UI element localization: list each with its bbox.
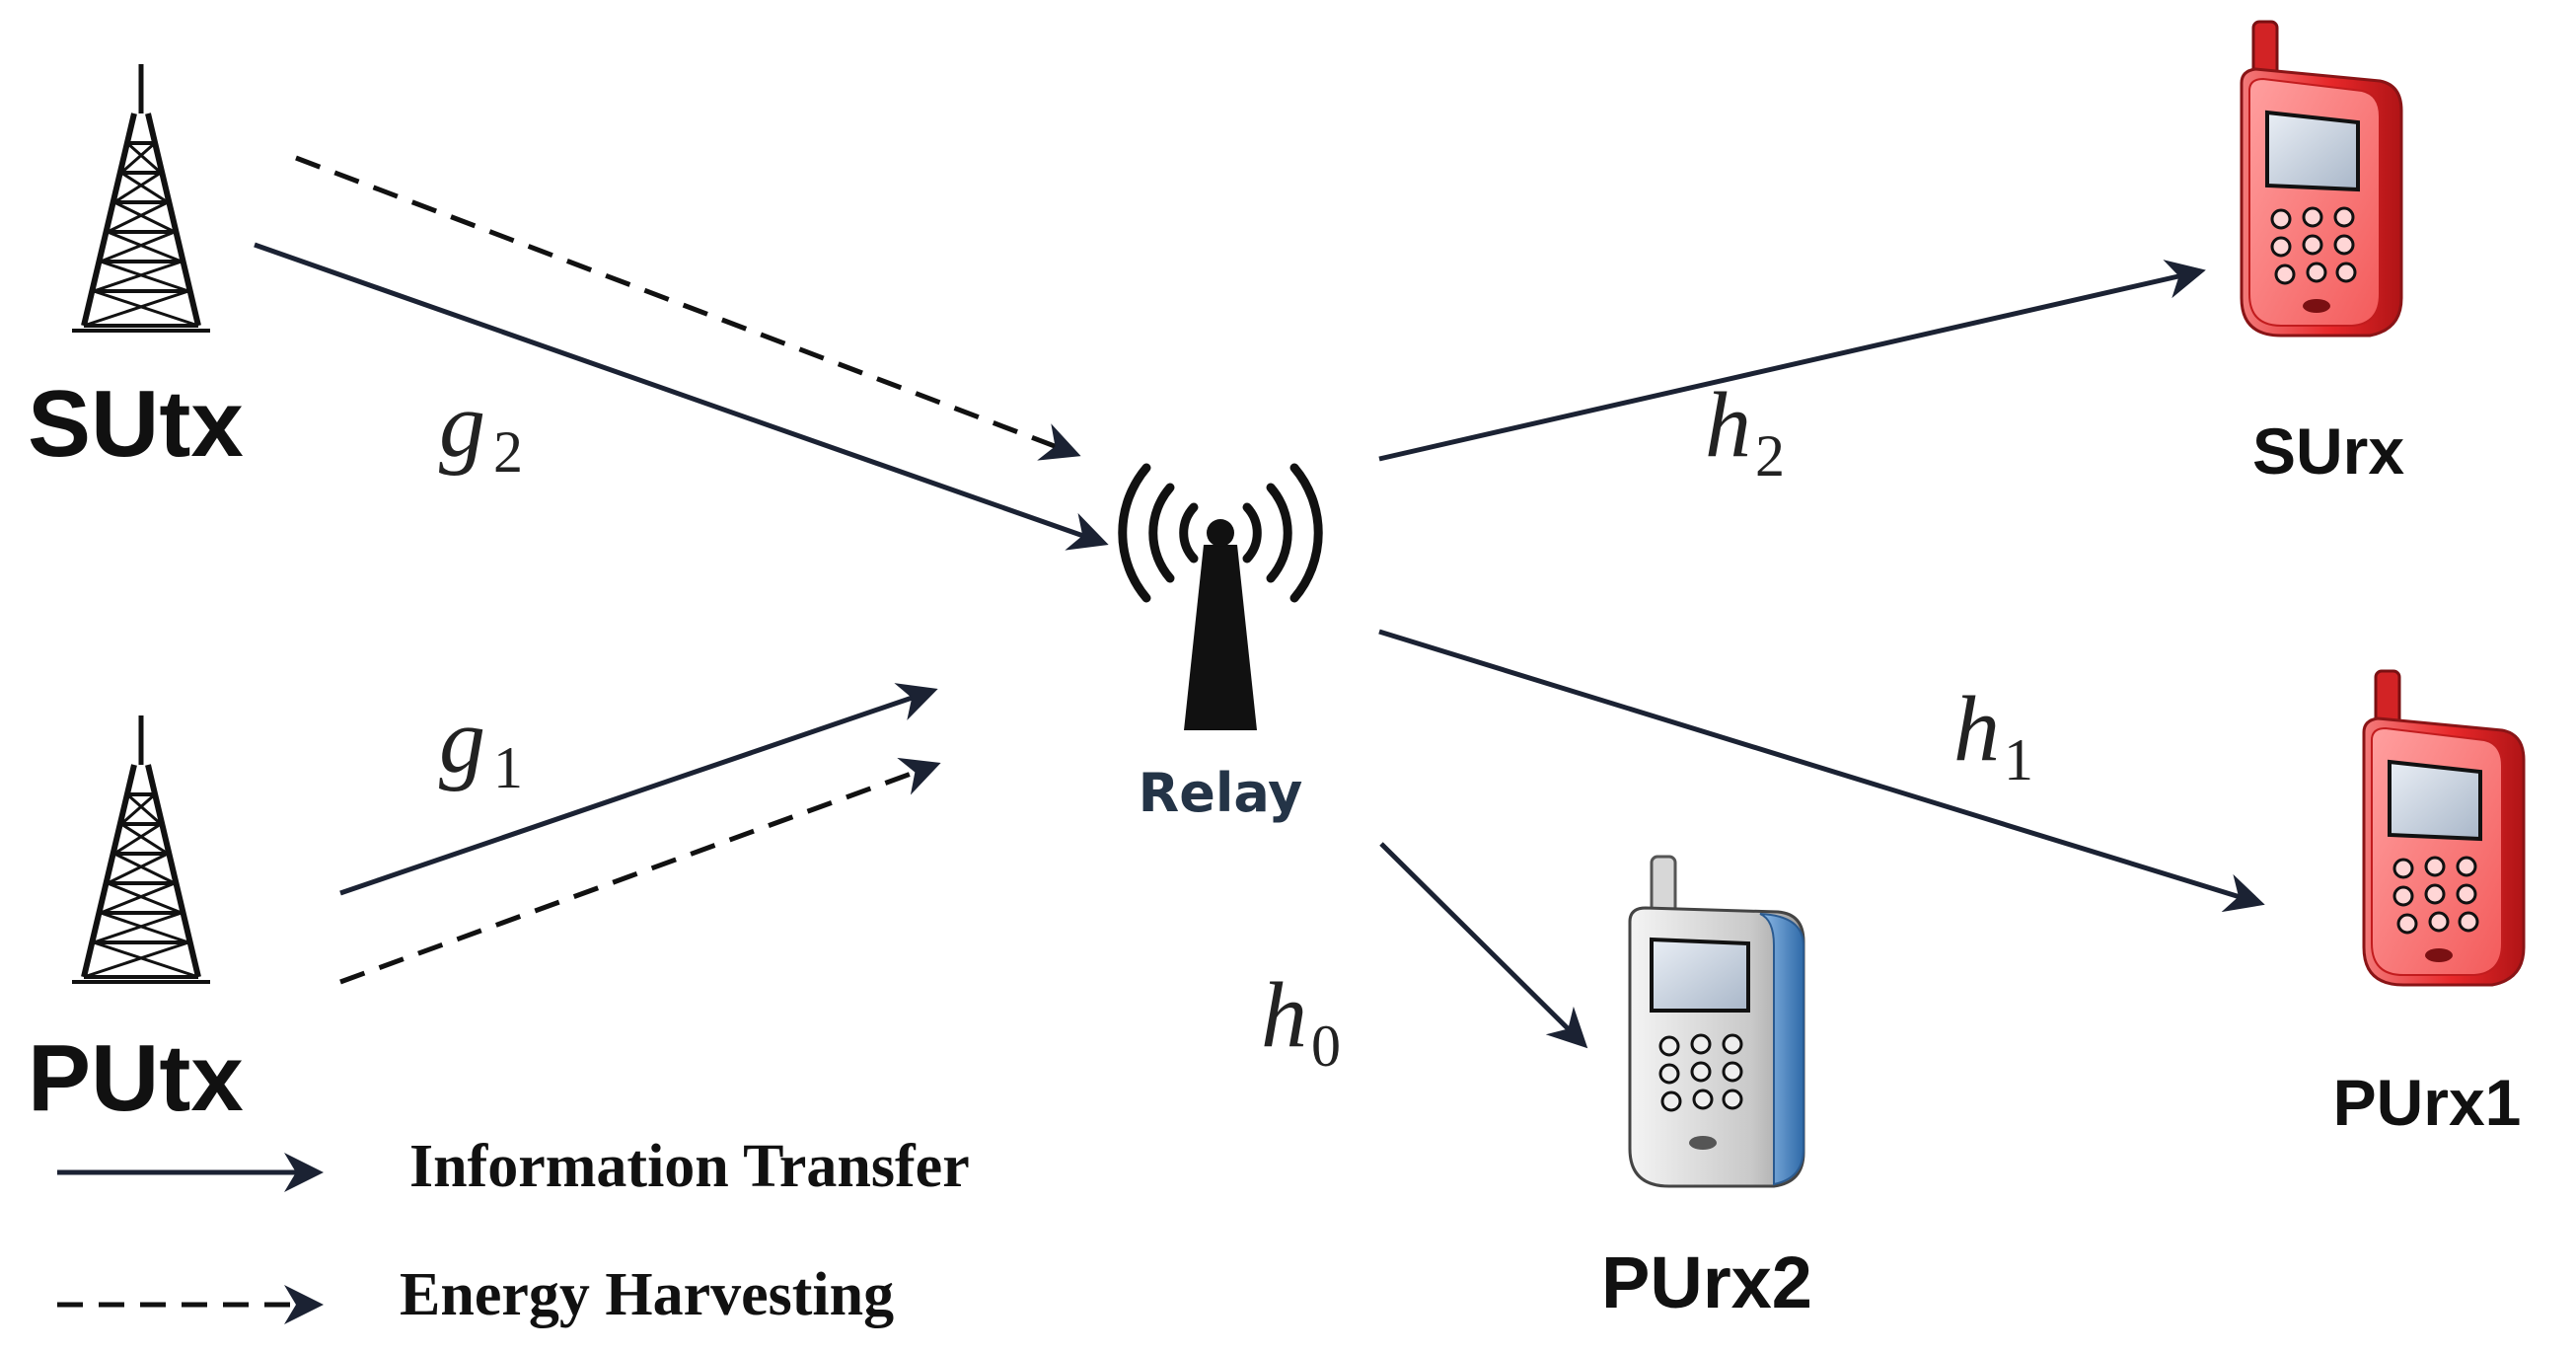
transmission-tower-icon: [72, 64, 210, 331]
transmission-tower-icon: [72, 715, 210, 982]
blue-mobile-phone-icon: [1628, 855, 1805, 1188]
red-mobile-phone-icon: [2240, 20, 2403, 338]
info-link-relay-purx1: [1378, 629, 2265, 913]
relay-antenna-icon: [1118, 463, 1323, 730]
channel-label-h1: h1: [1953, 678, 2033, 792]
node-label-relay: Relay: [1139, 762, 1303, 824]
node-label-sutx: SUtx: [28, 371, 244, 477]
channel-label-h0: h0: [1261, 964, 1341, 1079]
info-link-relay-purx2: [1379, 842, 1588, 1049]
info-link-relay-surx: [1378, 260, 2206, 462]
red-mobile-phone-icon: [2362, 669, 2526, 987]
node-label-purx1: PUrx1: [2333, 1066, 2522, 1139]
legend-label-energy: Energy Harvesting: [400, 1261, 894, 1328]
legend-label-information: Information Transfer: [409, 1133, 970, 1200]
node-label-surx: SUrx: [2252, 414, 2404, 488]
channel-label-h2: h2: [1705, 374, 1785, 489]
energy-link-putx-relay: [339, 757, 941, 985]
info-link-sutx-relay: [254, 242, 1109, 551]
node-label-putx: PUtx: [28, 1025, 244, 1131]
energy-link-sutx-relay: [295, 155, 1081, 461]
info-link-putx-relay: [339, 683, 938, 896]
legend: Information Transfer Energy Harvesting: [57, 1133, 970, 1328]
node-label-purx2: PUrx2: [1601, 1241, 1812, 1323]
